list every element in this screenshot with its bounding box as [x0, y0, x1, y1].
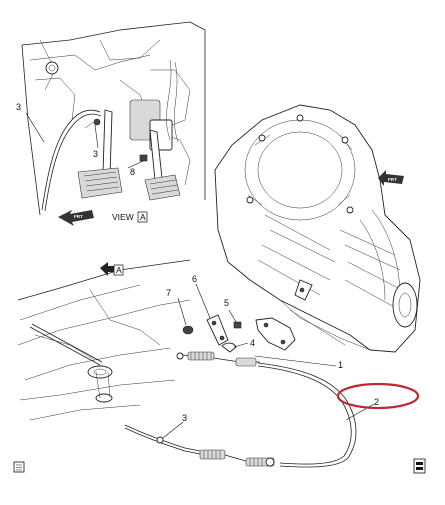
svg-text:A: A: [116, 265, 122, 275]
callout-3-inset-mid: 3: [93, 149, 98, 159]
callout-2: 2: [374, 397, 379, 407]
book-icon: [13, 461, 25, 473]
front-arrow-icon: FRT: [58, 210, 94, 226]
callout-3-inset-upper: 3: [16, 102, 21, 112]
svg-text:FRT: FRT: [74, 214, 83, 219]
transmission: [214, 104, 421, 353]
view-label: VIEW: [112, 212, 134, 222]
floor-view: A: [17, 259, 191, 421]
shift-cable: [124, 351, 375, 468]
callout-5: 5: [224, 298, 229, 308]
callout-7: 7: [166, 288, 171, 298]
callout-8: 8: [130, 167, 135, 177]
callout-1: 1: [338, 360, 343, 370]
document-icon: [413, 458, 426, 474]
pedal-inset: FRT VIEW A: [21, 21, 206, 226]
callout-3-lower: 3: [182, 413, 187, 423]
mounting-parts: [177, 283, 296, 353]
highlight-ring: [336, 382, 420, 410]
callout-6: 6: [192, 274, 197, 284]
svg-text:FRT: FRT: [388, 177, 397, 182]
view-marker-icon: A: [100, 262, 124, 276]
front-arrow-icon: FRT: [378, 170, 404, 186]
callout-4: 4: [250, 338, 255, 348]
view-letter: A: [140, 212, 146, 222]
